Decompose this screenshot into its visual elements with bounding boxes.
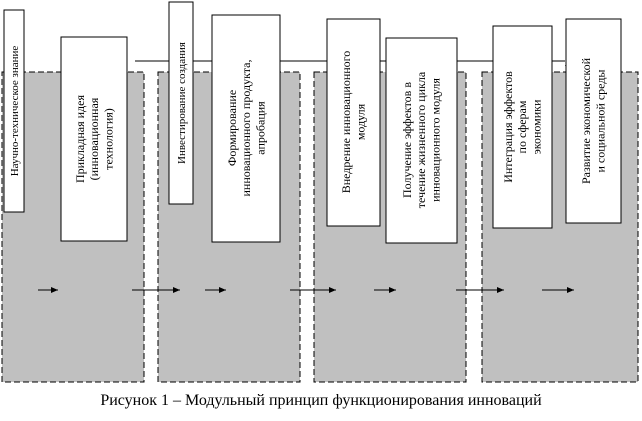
box-label-line: Интеграция эффектов	[501, 71, 515, 183]
box-label-effects: Получение эффектов втечение жизненного ц…	[400, 71, 442, 208]
box-label-line: Инвестирование создания	[176, 42, 188, 164]
box-label-line: Внедрение инновационного	[339, 51, 353, 194]
box-label-line: инновационного продукта,	[239, 60, 253, 197]
box-label-line: по сферам	[515, 100, 529, 153]
box-label-line: инновационного модуля	[428, 78, 442, 202]
box-scientific-knowledge: Научно-техническое знание	[3, 9, 25, 213]
figure-caption: Рисунок 1 – Модульный принцип функционир…	[100, 392, 542, 409]
box-label-line: Прикладная идея	[73, 95, 87, 183]
box-label-line: экономики	[529, 99, 543, 154]
box-label-development: Развитие экономическойи социальной среды	[579, 57, 607, 184]
box-forming: Формированиеинновационного продукта,апро…	[211, 14, 281, 243]
box-label-line: Научно-техническое знание	[9, 46, 21, 177]
box-label-implementing: Внедрение инновационногомодуля	[339, 51, 367, 194]
box-investing: Инвестирование создания	[168, 1, 194, 205]
box-label-line: Формирование	[225, 90, 239, 166]
box-effects: Получение эффектов втечение жизненного ц…	[385, 37, 458, 244]
box-label-scientific-knowledge: Научно-техническое знание	[9, 46, 21, 177]
box-label-line: (инновационная	[87, 97, 101, 180]
box-label-line: модуля	[353, 103, 367, 140]
box-implementing: Внедрение инновационногомодуля	[326, 18, 381, 227]
box-label-investing: Инвестирование создания	[176, 42, 188, 164]
box-label-applied-idea: Прикладная идея(инновационнаятехнология)	[73, 95, 115, 183]
box-label-line: течение жизненного цикла	[414, 71, 428, 208]
box-label-line: и социальной среды	[593, 70, 607, 173]
box-development: Развитие экономическойи социальной среды	[565, 18, 622, 224]
box-applied-idea: Прикладная идея(инновационнаятехнология)	[60, 36, 128, 242]
box-label-line: технология)	[101, 108, 115, 170]
box-label-forming: Формированиеинновационного продукта,апро…	[225, 60, 267, 197]
box-label-line: Развитие экономической	[579, 57, 593, 184]
box-label-line: Получение эффектов в	[400, 82, 414, 198]
box-integration: Интеграция эффектовпо сферамэкономики	[492, 25, 553, 229]
box-label-integration: Интеграция эффектовпо сферамэкономики	[501, 71, 543, 183]
box-label-line: апробация	[253, 101, 267, 155]
